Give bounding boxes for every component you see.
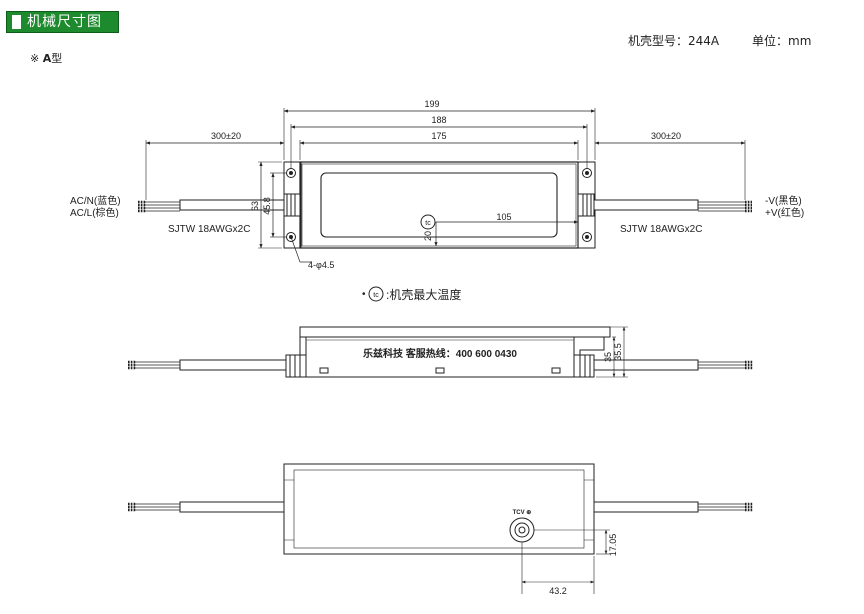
dim-tc-x: 105 <box>496 212 511 222</box>
side-gland-left <box>285 354 307 378</box>
label-cable-right: SJTW 18AWGx2C <box>620 224 702 235</box>
dim-height-inner: 45.8 <box>262 197 272 215</box>
header-mark <box>12 15 21 29</box>
dim-side-h1: 35 <box>603 352 613 362</box>
dim-height-outer: 63 <box>250 201 260 211</box>
legend-tc: tc <box>373 292 379 299</box>
dim-holes: 4-φ4.5 <box>308 260 334 270</box>
type-model: A <box>42 52 52 65</box>
section-header: 机械尺寸图 <box>6 11 119 33</box>
label-acn: AC/N(蓝色) <box>70 194 121 207</box>
tc-point-icon <box>420 214 436 230</box>
cable-gland-right <box>577 193 595 217</box>
tc-point-label: tc <box>425 220 431 227</box>
dim-port-v: 17.05 <box>608 534 618 557</box>
adjust-port <box>509 517 535 543</box>
bottom-view <box>128 463 753 594</box>
label-cable-left: SJTW 18AWGx2C <box>168 224 250 235</box>
wires-left <box>138 200 180 213</box>
case-model: 机壳型号：244A <box>628 34 720 48</box>
label-vpos: +V(红色) <box>765 206 804 219</box>
side-brand-label: 乐兹科技 客服热线：400 600 0430 <box>363 347 517 360</box>
label-vneg: -V(黑色) <box>765 194 802 207</box>
mount-hole <box>286 168 296 178</box>
side-top-plate <box>299 326 611 338</box>
dim-side-h2: 35.5 <box>613 343 623 361</box>
label-acl: AC/L(棕色) <box>70 206 119 219</box>
label-panel <box>320 172 558 238</box>
tc-legend-icon <box>368 286 384 302</box>
cable-right <box>593 199 699 211</box>
case-body <box>299 161 579 249</box>
wires-right <box>698 200 752 213</box>
legend-bullet: • <box>362 289 366 300</box>
dim-overall: 199 <box>424 99 439 109</box>
dim-mounting: 188 <box>431 115 446 125</box>
type-symbol: ※ <box>30 52 40 65</box>
unit-label: 单位：mm <box>752 34 812 48</box>
dim-lead-left: 300±20 <box>211 131 241 141</box>
bottom-body <box>283 463 595 555</box>
dim-body: 175 <box>431 131 446 141</box>
cable-gland-left <box>283 193 301 217</box>
dim-lead-right: 300±20 <box>651 131 681 141</box>
mount-hole <box>582 168 592 178</box>
port-label: TCV ⊕ <box>513 510 532 516</box>
side-gland-right <box>573 354 595 378</box>
type-suffix: 型 <box>51 52 63 65</box>
side-view <box>128 326 753 378</box>
section-title: 机械尺寸图 <box>27 14 102 30</box>
type-label: ※ A型 <box>30 50 62 66</box>
mount-hole <box>286 232 296 242</box>
tc-legend: • tc :机壳最大温度 <box>362 286 461 302</box>
legend-text: :机壳最大温度 <box>386 287 461 302</box>
dim-tc-y: 20 <box>423 231 433 241</box>
top-view <box>138 108 752 263</box>
mount-hole <box>582 232 592 242</box>
dim-port-h: 43.2 <box>549 586 567 596</box>
